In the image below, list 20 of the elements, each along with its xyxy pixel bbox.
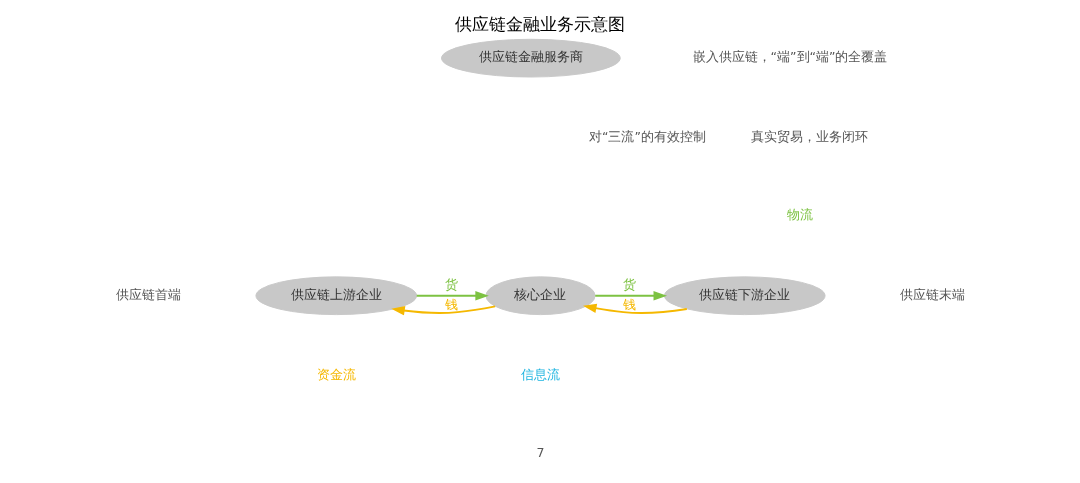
edge-label: 钱 <box>622 296 636 312</box>
label: 7 <box>536 444 544 460</box>
label: 信息流 <box>520 366 560 382</box>
label: 对“三流”的有效控制 <box>588 129 706 145</box>
edge-label: 钱 <box>444 296 458 312</box>
label: 供应链首端 <box>115 287 181 303</box>
arrow <box>415 291 489 301</box>
node-ellipse: 供应链下游企业 <box>663 276 826 316</box>
node-ellipse: 供应链金融服务商 <box>440 38 621 78</box>
diagram-title: 供应链金融业务示意图 <box>455 13 625 34</box>
node-text: 资金流 <box>316 366 356 382</box>
edge-label: 货 <box>622 277 636 293</box>
label: 嵌入供应链，“端”到“端”的全覆盖 <box>692 49 887 65</box>
label: 真实贸易，业务闭环 <box>750 129 868 145</box>
arrow <box>593 291 667 301</box>
label: 供应链末端 <box>899 287 965 303</box>
arrow <box>582 303 688 314</box>
node-text: 物流 <box>786 207 813 223</box>
arrow <box>390 305 496 316</box>
edge-label: 货 <box>444 277 458 293</box>
